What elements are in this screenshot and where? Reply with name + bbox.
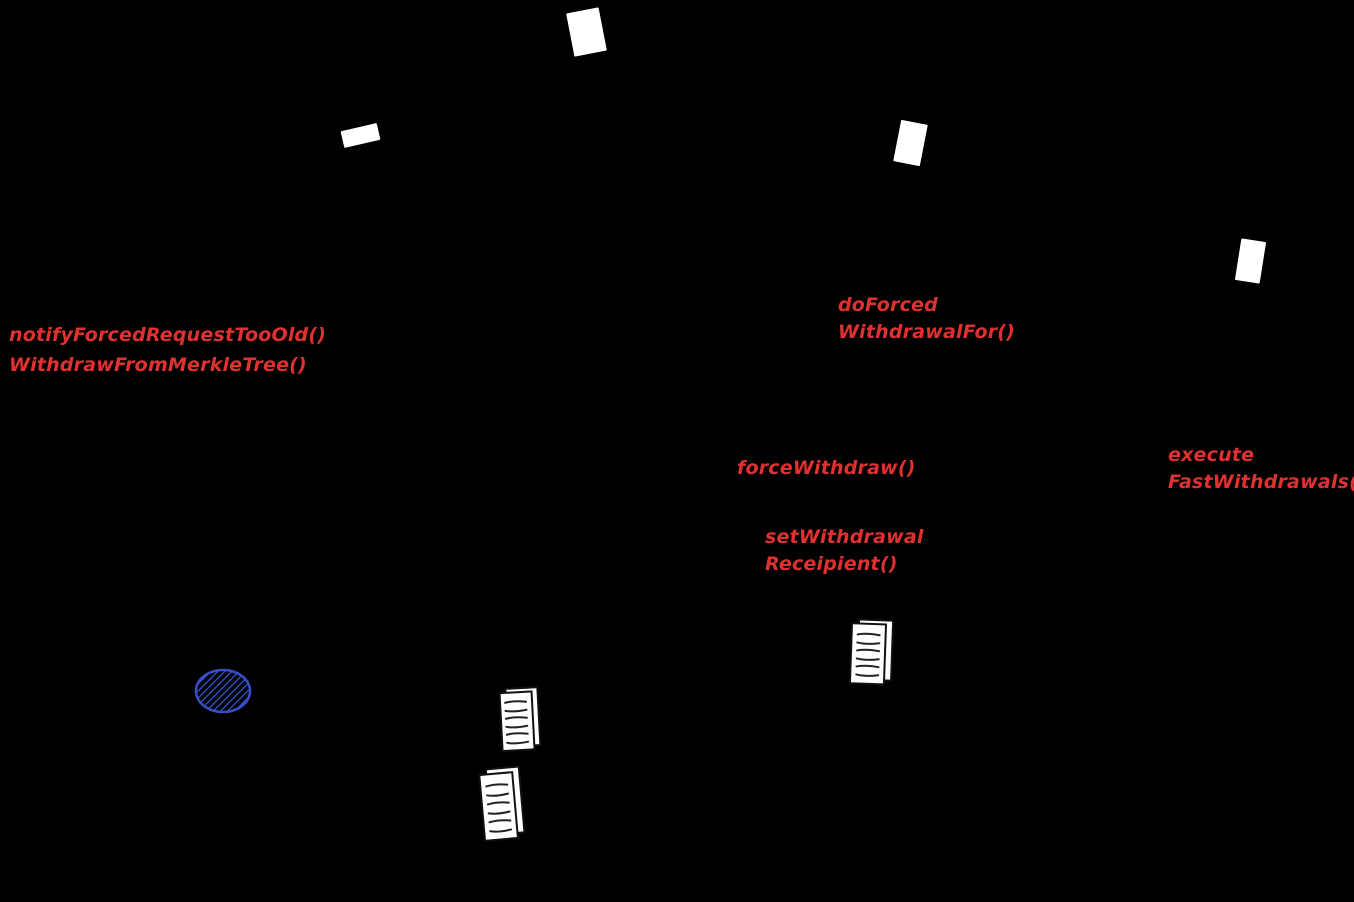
label-line: WithdrawFromMerkleTree() [9, 354, 307, 376]
label-notify-forced-request: notifyForcedRequestTooOld() WithdrawFrom… [9, 320, 326, 380]
label-line: FastWithdrawals() [1168, 471, 1354, 493]
label-line: setWithdrawal [765, 526, 924, 548]
label-set-withdrawal-recipient: setWithdrawal Receipient() [765, 524, 924, 578]
document-lines-icon [848, 618, 895, 686]
label-line: doForced [838, 294, 938, 316]
label-force-withdraw: forceWithdraw() [737, 455, 916, 482]
label-line: WithdrawalFor() [838, 321, 1016, 343]
scribble-ellipse-icon [194, 668, 252, 714]
document-lines-icon [498, 686, 542, 753]
document-lines-icon [478, 765, 526, 842]
document-icon [566, 7, 607, 57]
document-icon [1234, 238, 1267, 284]
label-line: execute [1168, 444, 1255, 466]
label-execute-fast-withdrawals: execute FastWithdrawals() [1168, 442, 1354, 496]
label-line: forceWithdraw() [737, 457, 916, 479]
label-do-forced-withdrawal: doForced WithdrawalFor() [838, 292, 1015, 346]
label-line: notifyForcedRequestTooOld() [9, 324, 327, 346]
document-icon [893, 119, 928, 167]
document-icon [340, 123, 381, 148]
label-line: Receipient() [765, 553, 898, 575]
